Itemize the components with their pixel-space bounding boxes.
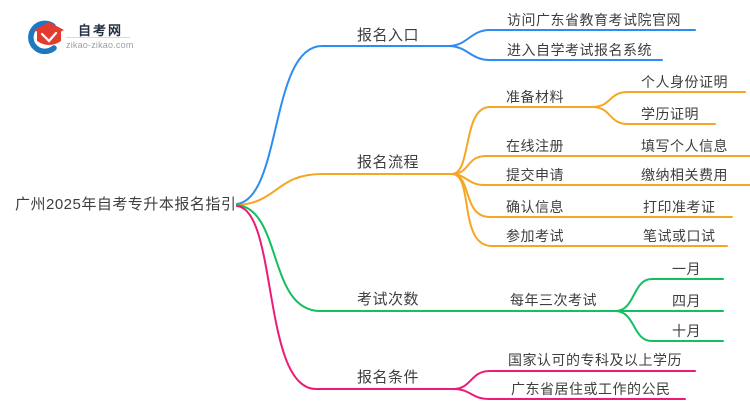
node-prepare-materials: 准备材料: [506, 89, 564, 105]
node-take-exam: 参加考试: [506, 228, 564, 244]
branch-line-recognized-degree: [452, 370, 696, 390]
node-written-or-oral-test: 笔试或口试: [643, 228, 716, 244]
branch-line-registration-entry: [236, 45, 449, 205]
branch-registration-entry-lines: [236, 29, 696, 205]
node-enter-registration-system: 进入自学考试报名系统: [507, 42, 652, 58]
node-fill-personal-info: 填写个人信息: [641, 138, 728, 154]
branch-line-exam-frequency: [236, 204, 724, 312]
branch-line-registration-process: [236, 173, 453, 206]
branch-line-requirements: [236, 205, 454, 390]
node-recognized-degree: 国家认可的专科及以上学历: [508, 352, 682, 368]
logo-crescent-shape: [28, 20, 57, 55]
node-online-registration: 在线注册: [506, 138, 564, 154]
node-registration-requirements: 报名条件: [357, 369, 420, 386]
branch-requirements-lines: [236, 205, 696, 400]
node-guangdong-resident: 广东省居住或工作的公民: [511, 381, 671, 397]
node-education-proof: 学历证明: [641, 106, 699, 122]
logo-domain: zikao-zikao.com: [66, 40, 134, 50]
node-confirm-info: 确认信息: [506, 199, 564, 215]
logo-cap-chevron: [40, 31, 58, 43]
branch-exam-frequency-lines: [236, 204, 724, 342]
node-october: 十月: [672, 323, 701, 339]
node-personal-id-proof: 个人身份证明: [641, 74, 728, 90]
logo-divider: [66, 37, 130, 38]
branch-line-take-exam: [451, 173, 728, 247]
node-visit-gdeea-website: 访问广东省教育考试院官网: [507, 12, 681, 28]
node-registration-process: 报名流程: [357, 154, 420, 171]
node-print-admission-ticket: 打印准考证: [643, 199, 716, 215]
branch-line-october: [614, 310, 724, 342]
node-april: 四月: [672, 293, 701, 309]
node-three-exams-per-year: 每年三次考试: [510, 292, 597, 308]
branch-line-guangdong-resident: [452, 388, 686, 400]
logo-cap-front: [37, 30, 61, 45]
branch-line-education-proof: [591, 106, 716, 125]
branch-line-enter-system: [447, 45, 663, 61]
node-registration-entry: 报名入口: [357, 27, 420, 44]
logo-title: 自考网: [78, 23, 124, 38]
root-node: 广州2025年自考专升本报名指引: [15, 196, 237, 213]
branch-line-personal-id-proof: [591, 91, 746, 108]
logo-icon: [28, 20, 64, 55]
branch-registration-process-lines: [236, 91, 750, 247]
branch-line-prepare-materials: [451, 106, 593, 175]
node-pay-fees: 缴纳相关费用: [641, 167, 728, 183]
node-january: 一月: [672, 261, 701, 277]
branch-line-january: [614, 278, 724, 312]
branch-line-online-registration: [451, 155, 750, 175]
node-exam-frequency: 考试次数: [357, 291, 420, 308]
node-submit-application: 提交申请: [506, 167, 564, 183]
